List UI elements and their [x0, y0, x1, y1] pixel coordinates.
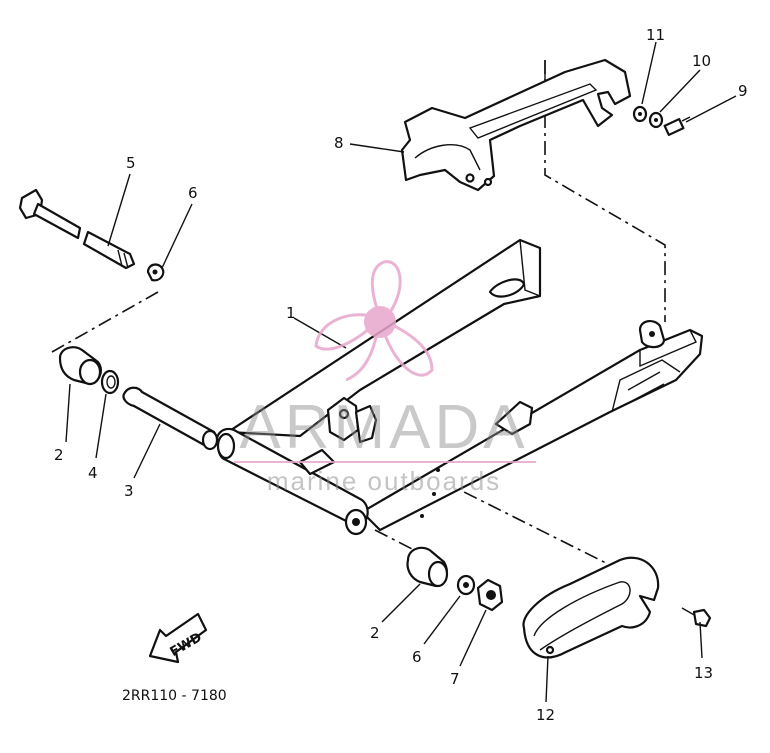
diagram-code: 2RR110 - 7180: [122, 688, 227, 704]
bushing-part-2-left: [58, 346, 102, 386]
callout-2-left: 2: [54, 446, 64, 464]
callout-leader-lines: [65, 41, 737, 703]
collar-part-3: [122, 386, 219, 451]
nut-part-7: [476, 578, 504, 612]
bolt-part-9: [663, 116, 691, 137]
spacer-ring-part-4: [100, 369, 120, 395]
bushing-part-2-lower: [406, 546, 449, 588]
callout-12: 12: [536, 706, 555, 724]
callout-9: 9: [738, 82, 748, 100]
swingarm-part-1: [216, 238, 704, 536]
callout-8: 8: [334, 134, 344, 152]
washer-part-6-upper: [146, 263, 165, 282]
callout-2-lower: 2: [370, 624, 380, 642]
chain-slider-part-12: [522, 556, 660, 659]
watermark-tagline: marine outboards: [267, 466, 501, 496]
armada-watermark: ARMADA marine outboards: [234, 260, 536, 496]
washer-part-10: [648, 111, 664, 129]
callout-6-upper: 6: [188, 184, 198, 202]
callout-10: 10: [692, 52, 711, 70]
callout-4: 4: [88, 464, 98, 482]
callout-3: 3: [124, 482, 134, 500]
callout-7: 7: [450, 670, 460, 688]
callout-5: 5: [126, 154, 136, 172]
assembly-guide-lines: [51, 60, 666, 581]
pivot-bolt-part-5: [18, 188, 136, 270]
nut-part-11: [632, 105, 648, 123]
propeller-hub-icon: [364, 306, 396, 338]
callout-11: 11: [646, 26, 665, 44]
chain-guard-part-8: [400, 58, 632, 192]
callout-1: 1: [286, 304, 296, 322]
watermark-brand: ARMADA: [239, 393, 528, 462]
callout-labels: 1 2 2 3 4 5 6 6 7 8 9 10 11 12 13: [54, 26, 748, 724]
washer-part-6-lower: [456, 574, 476, 596]
callout-6-lower: 6: [412, 648, 422, 666]
screw-part-13: [681, 607, 712, 628]
callout-13: 13: [694, 664, 713, 682]
forward-direction-arrow: FWD: [148, 612, 208, 664]
